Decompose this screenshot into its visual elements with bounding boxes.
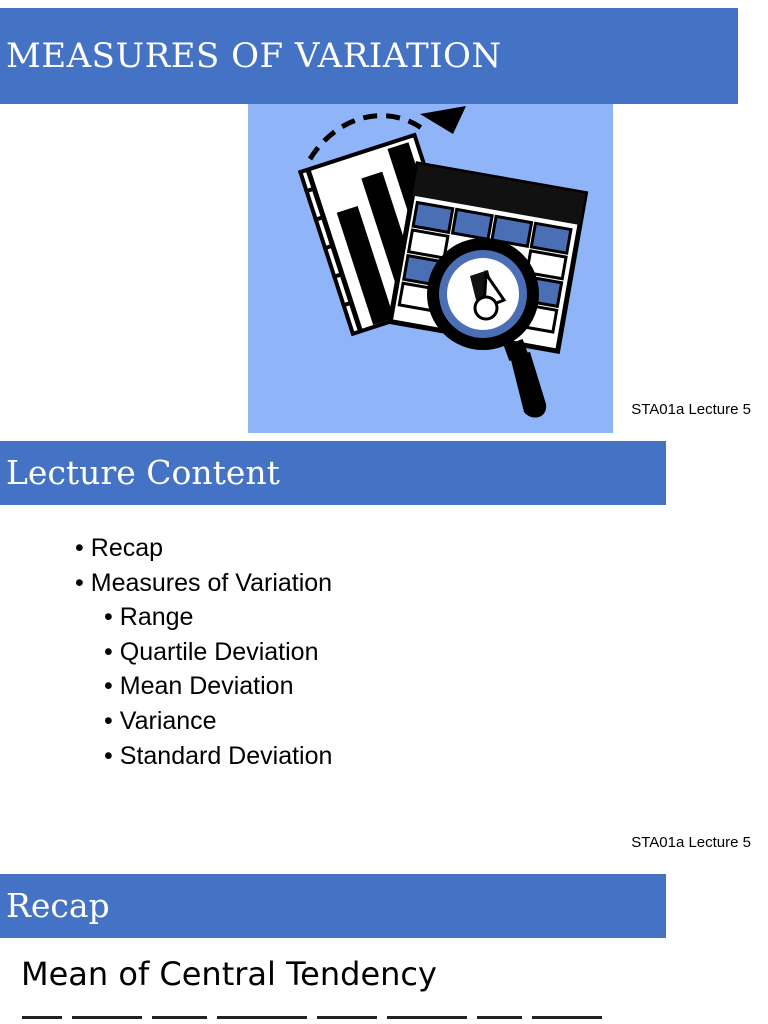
list-item: Recap [75, 534, 163, 563]
slide-2-title: Lecture Content [0, 441, 666, 505]
list-item: Range [104, 603, 194, 632]
cut-off-text-line [22, 1016, 722, 1024]
slide-3-title: Recap [0, 874, 666, 938]
bar-chart-table-magnifier-icon [297, 106, 589, 418]
list-item: Measures of Variation [75, 569, 332, 598]
list-item: Quartile Deviation [104, 638, 319, 667]
illustration [248, 104, 613, 433]
list-item: Variance [104, 707, 217, 736]
list-item: Standard Deviation [104, 742, 333, 771]
list-item: Mean Deviation [104, 672, 294, 701]
slide-1-title: MEASURES OF VARIATION [0, 8, 738, 104]
slide-2-footer: STA01a Lecture 5 [631, 834, 751, 851]
recap-heading: Mean of Central Tendency [21, 955, 437, 993]
slide-1-footer: STA01a Lecture 5 [631, 401, 751, 418]
